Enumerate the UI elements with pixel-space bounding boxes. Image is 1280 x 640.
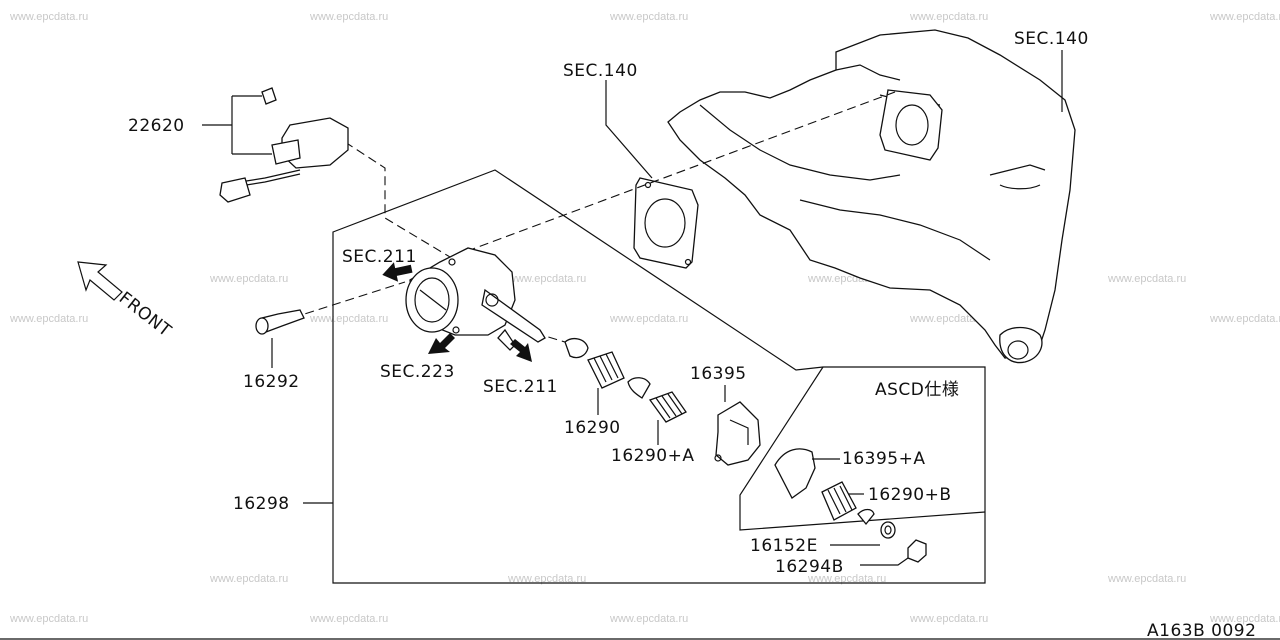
alignment-line [291,281,406,319]
part-label-22620: 22620 [128,116,185,136]
ascd-inset-title: ASCD仕様 [875,380,959,400]
watermark: www.epcdata.ru [609,11,688,23]
alignment-line [469,91,896,251]
part-label-16290-b: 16290+B [868,485,952,505]
alignment-line [344,141,456,261]
part-label-16152e: 16152E [750,536,818,556]
watermark: www.epcdata.ru [9,313,88,325]
sec-211-label: SEC.211 [342,247,417,267]
sec-223-label: SEC.223 [380,362,455,382]
part-label-16292: 16292 [243,372,300,392]
front-direction-indicator: FRONT [77,261,175,341]
watermark: www.epcdata.ru [209,273,288,285]
ascd-parts [774,448,927,563]
watermark: www.epcdata.ru [909,313,988,325]
watermark: www.epcdata.ru [609,313,688,325]
watermark: www.epcdata.ru [309,11,388,23]
watermark: www.epcdata.ru [309,613,388,625]
screw-16292 [255,309,305,335]
part-label-16290-a: 16290+A [611,446,694,466]
watermark: www.epcdata.ru [507,573,586,585]
diagram-code: A163B 0092 [1147,621,1256,640]
watermark: www.epcdata.ru [209,573,288,585]
part-label-16395: 16395 [690,364,747,384]
spring-parts [564,337,687,423]
watermark: www.epcdata.ru [1209,613,1280,625]
watermark: www.epcdata.ru [1209,11,1280,23]
watermark: www.epcdata.ru [309,313,388,325]
part-label-16395-a: 16395+A [842,449,925,469]
watermark: www.epcdata.ru [807,573,886,585]
part-label-16294b: 16294B [775,557,844,577]
section-arrows [382,262,532,362]
watermark: www.epcdata.ru [507,273,586,285]
watermark: www.epcdata.ru [909,11,988,23]
sec-140-label: SEC.140 [1014,29,1089,49]
leader-lines [202,50,1063,566]
bracket-16395 [714,401,761,466]
watermark: www.epcdata.ru [609,613,688,625]
sec-211-label: SEC.211 [483,377,558,397]
sec-140-label: SEC.140 [563,61,638,81]
watermark-layer: www.epcdata.ru www.epcdata.ru www.epcdat… [9,11,1280,625]
gasket [633,177,699,269]
part-label-16290: 16290 [564,418,621,438]
assembly-outline [332,169,986,584]
watermark: www.epcdata.ru [1107,273,1186,285]
intake-manifold [667,29,1076,364]
watermark: www.epcdata.ru [909,613,988,625]
watermark: www.epcdata.ru [9,613,88,625]
ascd-inset-outline [739,366,986,531]
front-label: FRONT [115,288,175,341]
watermark: www.epcdata.ru [1107,573,1186,585]
watermark: www.epcdata.ru [9,11,88,23]
watermark: www.epcdata.ru [1209,313,1280,325]
part-label-16298: 16298 [233,494,290,514]
throttle-body [405,247,546,351]
throttle-position-sensor [219,87,349,203]
